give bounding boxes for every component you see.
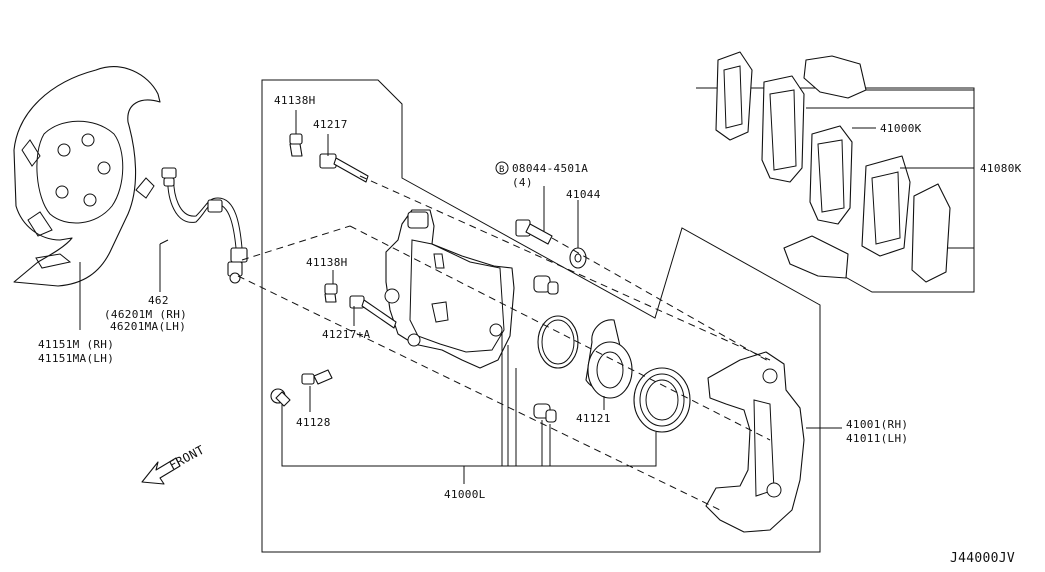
bolt-41138H-top xyxy=(289,133,303,157)
pad-kit-frame xyxy=(696,87,975,293)
shim-back xyxy=(911,183,951,283)
bleeder-41128 xyxy=(270,369,333,407)
label-41011-lh: 41011(LH) xyxy=(846,432,908,445)
label-b: B xyxy=(499,165,505,175)
pin-bolt-41217 xyxy=(319,153,369,183)
label-41044: 41044 xyxy=(566,188,601,201)
pin-bolt-41217A xyxy=(349,295,397,329)
label-41000K: 41000K xyxy=(880,122,922,135)
label-41217A: 41217+A xyxy=(322,328,371,341)
caliper-body xyxy=(384,209,515,369)
piston-41121 xyxy=(585,319,633,399)
label-46201M-rh: (46201M (RH) xyxy=(104,308,187,321)
label-41151M-rh: 41151M (RH) xyxy=(38,338,114,351)
diagram-id: J44000JV xyxy=(950,551,1015,566)
label-08044-4501A: 08044-4501A xyxy=(512,162,588,175)
brake-pad-inner xyxy=(809,125,853,225)
label-41217: 41217 xyxy=(313,118,348,131)
shim-outer xyxy=(715,51,753,141)
brake-hose xyxy=(161,167,248,284)
bolt-41138H-mid xyxy=(324,283,338,303)
piston-boot xyxy=(633,367,691,433)
bolt-08044-4501A xyxy=(515,219,553,245)
caliper-bracket xyxy=(705,351,805,533)
pin-boot-lower xyxy=(533,403,557,423)
pad-clip-upper xyxy=(803,55,867,99)
label-41138H-mid: 41138H xyxy=(306,256,348,269)
label-41001-rh: 41001(RH) xyxy=(846,418,908,431)
label-46201MA-lh: 46201MA(LH) xyxy=(110,320,186,333)
label-462: 462 xyxy=(148,294,169,307)
label-41080K: 41080K xyxy=(980,162,1022,175)
label-41000L: 41000L xyxy=(444,488,486,501)
pin-boot-upper xyxy=(533,275,559,295)
label-41121: 41121 xyxy=(576,412,611,425)
piston-seal-ring xyxy=(537,315,579,369)
b-circle-icon xyxy=(495,161,509,175)
washer-41044 xyxy=(569,247,587,269)
label-41128: 41128 xyxy=(296,416,331,429)
label-08044-qty: (4) xyxy=(512,176,533,189)
front-direction-arrow xyxy=(141,457,181,485)
label-41138H-top: 41138H xyxy=(274,94,316,107)
label-41151MA-lh: 41151MA(LH) xyxy=(38,352,114,365)
brake-pad-outer xyxy=(761,75,805,183)
dust-shield xyxy=(13,66,161,287)
caliper-assembly-frame xyxy=(261,79,821,553)
pad-clip-lower xyxy=(783,235,849,279)
shim-inner xyxy=(861,155,911,257)
label-front: FRONT xyxy=(167,443,207,473)
